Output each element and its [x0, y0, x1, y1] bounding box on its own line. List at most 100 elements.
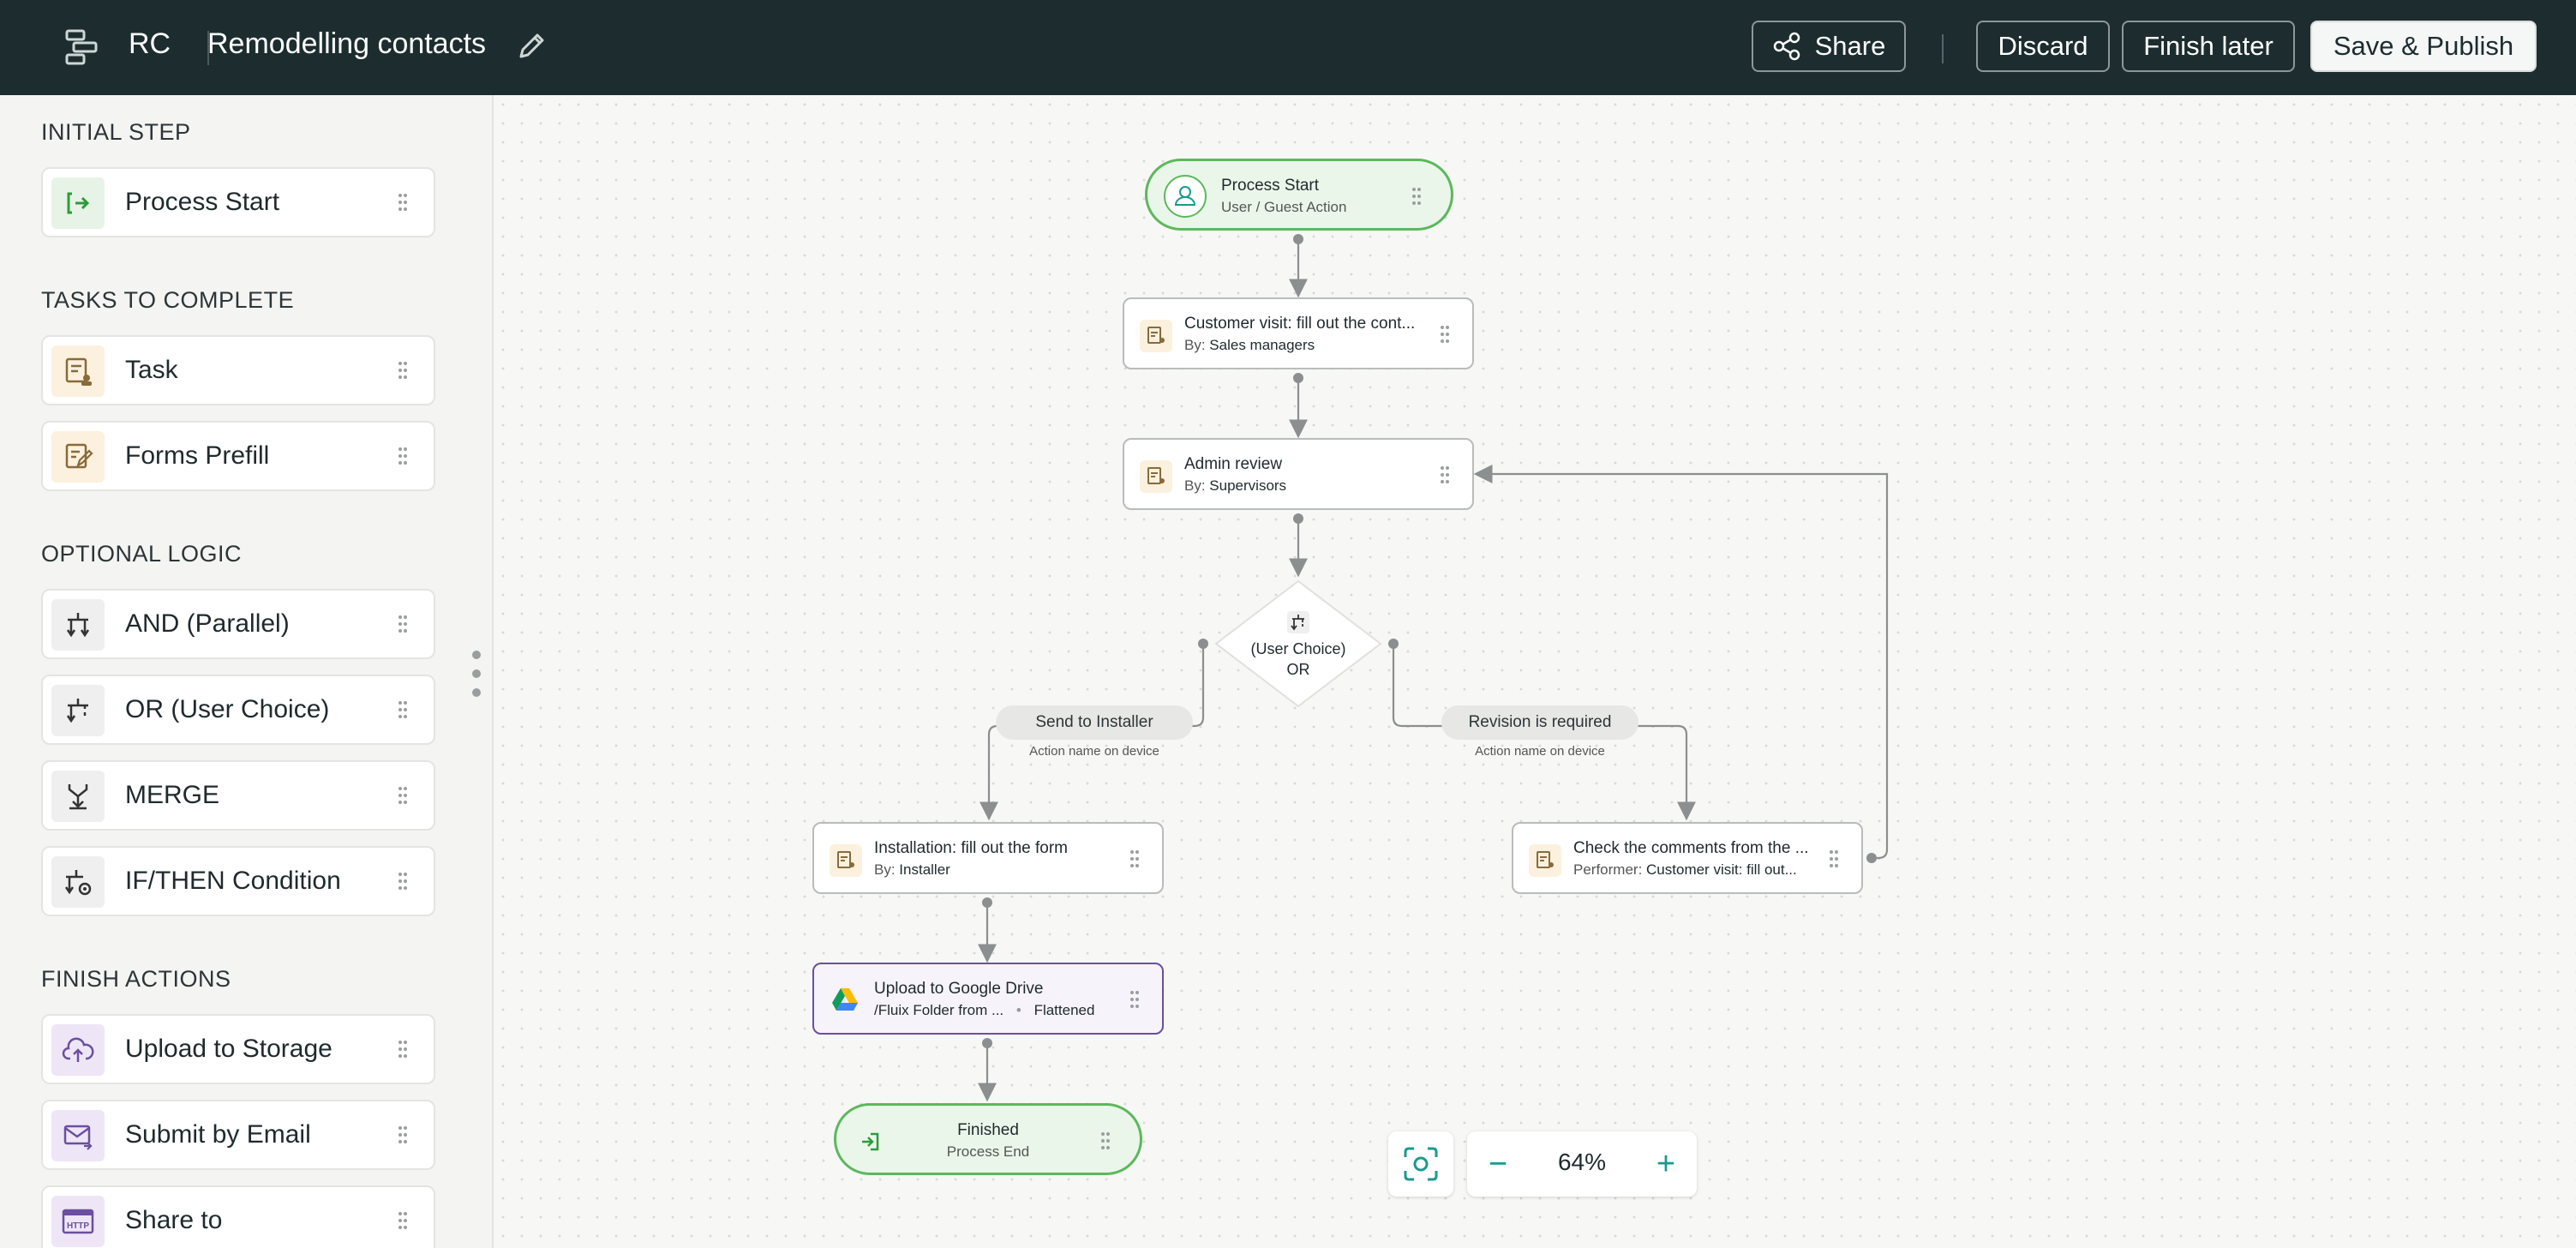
palette-item-if-then[interactable]: IF/THEN Condition — [41, 846, 435, 916]
flow-connectors — [978, 234, 1889, 1102]
zoom-out-button[interactable]: − — [1488, 1145, 1508, 1182]
process-title: Remodelling contacts — [207, 27, 487, 60]
node-upload-google-drive[interactable]: Upload to Google Drive /Fluix Folder fro… — [812, 963, 1164, 1035]
node-assignee: By: Sales managers — [1184, 337, 1315, 353]
drag-handle-icon[interactable] — [398, 786, 408, 805]
node-process-start[interactable]: Process Start User / Guest Action — [1145, 159, 1453, 231]
palette-item-task[interactable]: Task — [41, 335, 435, 405]
branch-label-send-to-installer[interactable]: Send to Installer — [996, 705, 1193, 740]
step-palette-sidebar: INITIAL STEP Process Start TASKS TO COMP… — [0, 95, 494, 1248]
fit-to-screen-button[interactable] — [1388, 1131, 1453, 1197]
share-button[interactable]: Share — [1752, 21, 1906, 72]
palette-item-label: IF/THEN Condition — [125, 867, 341, 895]
user-icon — [1164, 175, 1207, 218]
drag-handle-icon[interactable] — [398, 361, 408, 380]
decision-node[interactable]: (User Choice) OR — [1230, 639, 1367, 680]
node-title: Process Start — [1221, 177, 1320, 195]
svg-text:HTTP: HTTP — [67, 1221, 89, 1231]
drag-handle-icon[interactable] — [1411, 187, 1422, 206]
drag-handle-icon[interactable] — [1829, 849, 1839, 868]
node-details: /Fluix Folder from ... • Flattened — [874, 1002, 1095, 1018]
finish-later-button[interactable]: Finish later — [2122, 21, 2295, 72]
node-title: Admin review — [1184, 455, 1283, 473]
email-icon — [51, 1110, 105, 1161]
task-icon — [1140, 320, 1172, 352]
node-title: Installation: fill out the form — [874, 839, 1068, 857]
drag-handle-icon[interactable] — [1440, 465, 1450, 484]
drag-handle-icon[interactable] — [1100, 1131, 1111, 1150]
drag-handle-icon[interactable] — [398, 872, 408, 891]
node-title: Check the comments from the ... — [1573, 839, 1809, 857]
palette-item-and-parallel[interactable]: AND (Parallel) — [41, 589, 435, 659]
header-divider — [207, 31, 209, 65]
palette-item-or-choice[interactable]: OR (User Choice) — [41, 675, 435, 745]
merge-icon — [51, 771, 105, 822]
drag-handle-icon[interactable] — [398, 1040, 408, 1059]
palette-item-label: MERGE — [125, 781, 220, 809]
sidebar-collapse-handle[interactable] — [471, 650, 482, 698]
drag-handle-icon[interactable] — [398, 615, 408, 633]
node-title: Upload to Google Drive — [874, 980, 1044, 998]
node-assignee: By: Installer — [874, 861, 950, 878]
process-start-icon — [51, 177, 105, 229]
section-title-logic: OPTIONAL LOGIC — [41, 541, 243, 567]
branch-label-revision-required[interactable]: Revision is required — [1441, 705, 1638, 740]
decision-type: OR — [1286, 661, 1310, 678]
node-installation[interactable]: Installation: fill out the form By: Inst… — [812, 822, 1164, 894]
flow-canvas[interactable]: Process Start User / Guest Action Custom… — [494, 95, 2576, 1248]
drag-handle-icon[interactable] — [1440, 325, 1450, 344]
palette-item-label: Upload to Storage — [125, 1035, 332, 1063]
node-title: Customer visit: fill out the cont... — [1184, 315, 1416, 333]
or-choice-icon — [51, 685, 105, 736]
node-assignee: Performer: Customer visit: fill out... — [1573, 861, 1797, 878]
http-icon: HTTP — [51, 1196, 105, 1247]
drag-handle-icon[interactable] — [398, 447, 408, 465]
palette-item-label: AND (Parallel) — [125, 609, 290, 638]
branch-sublabel: Action name on device — [1029, 744, 1159, 759]
palette-item-submit-email[interactable]: Submit by Email — [41, 1100, 435, 1170]
palette-item-forms-prefill[interactable]: Forms Prefill — [41, 421, 435, 491]
decision-diamond — [1214, 579, 1382, 708]
discard-button[interactable]: Discard — [1976, 21, 2110, 72]
decision-label: (User Choice) — [1250, 640, 1346, 657]
edit-pencil-icon[interactable] — [514, 29, 548, 63]
palette-item-process-start[interactable]: Process Start — [41, 167, 435, 237]
drag-handle-icon[interactable] — [1129, 990, 1140, 1009]
drag-handle-icon[interactable] — [398, 1125, 408, 1144]
palette-item-merge[interactable]: MERGE — [41, 760, 435, 831]
palette-item-share-to[interactable]: HTTP Share to — [41, 1185, 435, 1248]
toolbar-divider — [1942, 34, 1944, 63]
section-title-finish: FINISH ACTIONS — [41, 966, 231, 992]
zoom-control: − 64% + — [1467, 1131, 1697, 1197]
section-title-initial: INITIAL STEP — [41, 119, 191, 145]
node-process-end[interactable]: Finished Process End — [834, 1103, 1142, 1175]
node-check-comments[interactable]: Check the comments from the ... Performe… — [1512, 822, 1863, 894]
palette-item-upload-storage[interactable]: Upload to Storage — [41, 1014, 435, 1084]
drag-handle-icon[interactable] — [1129, 849, 1140, 868]
flow-list-icon[interactable] — [62, 26, 105, 69]
if-then-icon — [51, 856, 105, 908]
share-icon — [1773, 32, 1800, 61]
branch-sublabel: Action name on device — [1475, 744, 1605, 759]
palette-item-label: Submit by Email — [125, 1120, 311, 1149]
palette-item-label: Task — [125, 356, 178, 384]
node-title: Finished — [957, 1121, 1019, 1139]
task-icon — [830, 844, 862, 877]
palette-item-label: Forms Prefill — [125, 441, 270, 470]
node-assignee: By: Supervisors — [1184, 477, 1287, 494]
node-subtitle: User / Guest Action — [1221, 199, 1347, 215]
node-admin-review[interactable]: Admin review By: Supervisors — [1123, 438, 1474, 510]
drag-handle-icon[interactable] — [398, 193, 408, 212]
drag-handle-icon[interactable] — [398, 1211, 408, 1230]
and-parallel-icon — [51, 599, 105, 651]
section-title-tasks: TASKS TO COMPLETE — [41, 287, 295, 313]
task-icon — [1529, 844, 1561, 877]
save-publish-button[interactable]: Save & Publish — [2310, 21, 2537, 72]
node-subtitle: Process End — [946, 1143, 1030, 1160]
fit-screen-icon — [1404, 1147, 1438, 1181]
node-customer-visit[interactable]: Customer visit: fill out the cont... By:… — [1123, 297, 1474, 369]
or-choice-icon — [1287, 611, 1309, 633]
zoom-level: 64% — [1557, 1149, 1607, 1175]
zoom-in-button[interactable]: + — [1656, 1145, 1676, 1182]
drag-handle-icon[interactable] — [398, 700, 408, 719]
